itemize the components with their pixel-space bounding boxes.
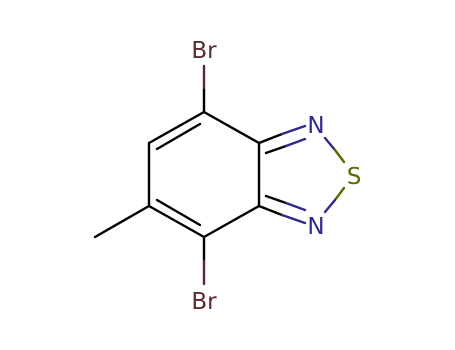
bond-c7a-n-top-inner-a [264, 144, 288, 155]
bond-c3a-n-bottom-a [257, 204, 284, 217]
bond-c3a-n-bottom-inner-b [284, 201, 307, 212]
atom-labels: Br Br N N S [191, 38, 361, 315]
atom-n-bottom: N [307, 214, 324, 240]
bond-c7a-n-top-b [280, 124, 307, 136]
bond-n-top-s-b [333, 148, 346, 164]
bond-c3a-n-bottom-inner-a [264, 194, 288, 205]
atom-br-top: Br [191, 38, 217, 64]
bond-c4-c3a [202, 204, 261, 239]
bond-c5-c4-inner [155, 198, 202, 227]
bond-c7a-c7 [202, 110, 261, 145]
bond-c7-c6-inner [155, 122, 202, 151]
bond-c5-methyl [93, 204, 151, 239]
atom-s: S [347, 164, 362, 190]
bond-c5-c4 [147, 204, 206, 239]
bond-s-n-bottom-a [333, 186, 346, 202]
bond-n-top-s-a [323, 136, 337, 152]
bond-c7-c6 [147, 110, 206, 145]
atom-n-top: N [307, 113, 324, 139]
bond-c7a-n-top-a [257, 132, 284, 145]
bond-c7a-n-top-inner-b [284, 137, 307, 148]
bonds [93, 64, 346, 286]
bond-s-n-bottom-b [323, 198, 337, 214]
atom-br-bottom: Br [191, 289, 217, 315]
bond-c3a-n-bottom-b [280, 213, 307, 225]
